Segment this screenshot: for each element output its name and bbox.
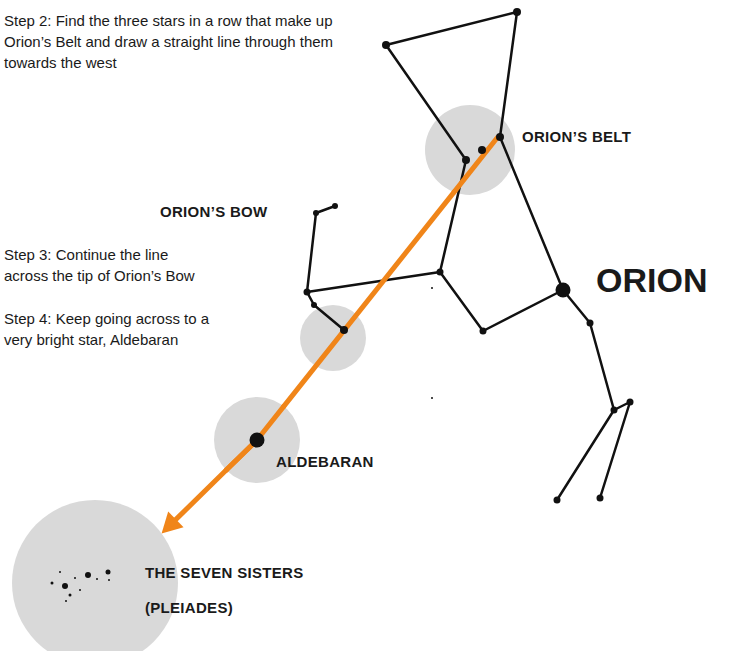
step-note: Step 4: Keep going across to a very brig… <box>4 308 239 350</box>
star <box>554 497 561 504</box>
star <box>106 570 111 575</box>
star <box>250 433 265 448</box>
label-slot: Step 3: Continue the line across the tip… <box>4 244 204 286</box>
star <box>332 203 338 209</box>
label-slot: THE SEVEN SISTERS (PLEIADES) <box>145 555 330 625</box>
label-slot: ALDEBARAN <box>276 452 374 471</box>
label-slot: Step 2: Find the three stars in a row th… <box>4 10 349 73</box>
star <box>311 302 317 308</box>
star <box>462 156 470 164</box>
star <box>79 589 81 591</box>
part-label: ORION’S BOW <box>160 202 267 221</box>
star <box>611 407 618 414</box>
star <box>513 8 521 16</box>
label-slot: ORION’S BOW <box>160 202 267 221</box>
star <box>480 328 487 335</box>
pointer-stroke <box>284 192 454 406</box>
pointer-line <box>162 470 227 533</box>
star-highlight: ALDEBARAN <box>214 397 300 483</box>
constellation-title: ORION <box>596 260 707 300</box>
star <box>85 572 91 578</box>
star-name: ORION’S BELT <box>522 127 631 146</box>
highlight-fill <box>425 105 515 195</box>
highlight-circle <box>214 397 300 483</box>
star <box>74 577 76 579</box>
star <box>437 269 444 276</box>
star <box>382 41 390 49</box>
pointer-line <box>284 192 454 406</box>
label-slot: ORION’S BELT <box>522 127 631 146</box>
star <box>51 582 54 585</box>
step-note: Step 3: Continue the line across the tip… <box>4 244 204 286</box>
star <box>431 287 433 289</box>
highlight-circle <box>425 105 515 195</box>
star <box>431 397 433 399</box>
label-slot: Step 4: Keep going across to a very brig… <box>4 308 239 350</box>
star <box>496 133 504 141</box>
step-note: Step 2: Find the three stars in a row th… <box>4 10 349 73</box>
pointer-stroke <box>172 470 227 524</box>
star <box>96 578 98 580</box>
star-name: THE SEVEN SISTERS (PLEIADES) <box>145 555 330 625</box>
star <box>478 146 486 154</box>
star <box>65 600 67 602</box>
star <box>108 579 110 581</box>
star-highlight: ORION’S BELT <box>425 105 515 195</box>
star <box>62 583 68 589</box>
star <box>627 399 634 406</box>
star-highlight: THE SEVEN SISTERS (PLEIADES) <box>12 500 178 651</box>
stars <box>250 8 634 504</box>
star <box>597 495 604 502</box>
highlight-fill <box>214 397 300 483</box>
constellation-lines <box>307 12 630 500</box>
star <box>340 326 348 334</box>
star <box>304 289 311 296</box>
star <box>587 320 594 327</box>
star-name: ALDEBARAN <box>276 452 374 471</box>
star <box>556 283 571 298</box>
star <box>313 210 319 216</box>
label-slot: ORION <box>596 260 707 300</box>
star <box>59 571 61 573</box>
star <box>69 594 72 597</box>
